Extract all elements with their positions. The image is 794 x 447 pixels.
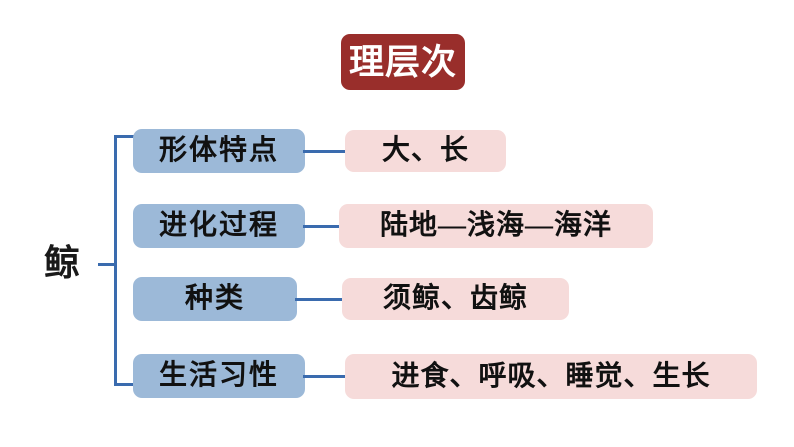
connector-line-2	[303, 225, 341, 228]
bracket-stub-bottom	[114, 383, 136, 386]
bracket-stub-top	[114, 135, 136, 138]
category-box-2[interactable]: 进化过程	[133, 204, 305, 248]
mindmap-row: 形体特点 大、长	[0, 129, 794, 175]
category-label-4: 生活习性	[158, 360, 279, 391]
detail-label-1: 大、长	[381, 135, 469, 166]
detail-box-1[interactable]: 大、长	[345, 130, 506, 172]
bracket-spine	[114, 135, 117, 386]
detail-box-3[interactable]: 须鲸、齿鲸	[342, 278, 569, 320]
category-box-4[interactable]: 生活习性	[133, 354, 305, 398]
slide-title-text: 理层次	[348, 42, 457, 82]
connector-line-4	[303, 375, 347, 378]
detail-box-2[interactable]: 陆地—浅海—海洋	[339, 204, 653, 248]
category-label-3: 种类	[184, 283, 245, 314]
detail-label-3: 须鲸、齿鲸	[382, 283, 528, 314]
mindmap-row: 进化过程 陆地—浅海—海洋	[0, 204, 794, 250]
root-node-label: 鲸	[44, 243, 81, 283]
detail-label-2: 陆地—浅海—海洋	[379, 210, 612, 241]
category-label-2: 进化过程	[158, 210, 279, 241]
category-label-1: 形体特点	[158, 135, 279, 166]
category-box-3[interactable]: 种类	[133, 277, 297, 321]
mindmap-row: 种类 须鲸、齿鲸	[0, 277, 794, 323]
connector-line-3	[295, 298, 344, 301]
connector-line-1	[303, 150, 347, 153]
detail-label-4: 进食、呼吸、睡觉、生长	[391, 360, 711, 392]
bracket-stub-middle	[98, 263, 117, 266]
category-box-1[interactable]: 形体特点	[133, 129, 305, 173]
detail-box-4[interactable]: 进食、呼吸、睡觉、生长	[345, 354, 757, 399]
mindmap-row: 生活习性 进食、呼吸、睡觉、生长	[0, 354, 794, 400]
slide-title-box: 理层次	[341, 34, 465, 90]
